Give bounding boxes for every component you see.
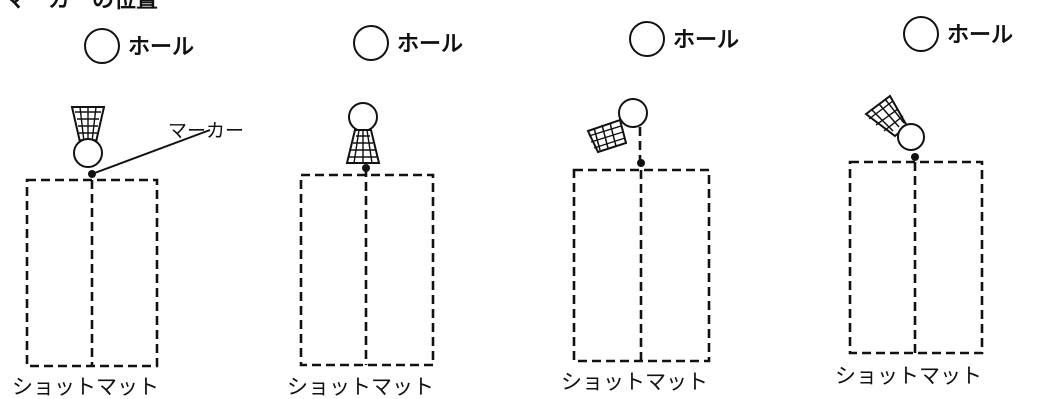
hole-icon (353, 25, 389, 61)
heading: マーカーの位置 (4, 0, 158, 13)
hole-icon (84, 28, 120, 64)
panel-3: ホール ショットマット (561, 21, 739, 394)
hole-3: ホール (629, 21, 739, 57)
hole-label: ホール (947, 23, 1013, 48)
shuttlecock-icon (586, 98, 648, 154)
hole-label: ホール (673, 28, 739, 53)
panel-1: ホール マーカー ショットマット (12, 28, 244, 399)
hole-label: ホール (128, 35, 194, 60)
hole-1: ホール (84, 28, 194, 64)
mat-label: ショットマット (12, 375, 159, 399)
shot-mat (848, 160, 984, 355)
mat-label: ショットマット (835, 364, 982, 388)
panel-2: ホール ショットマット (287, 25, 463, 399)
marker-leader-line (91, 129, 211, 175)
panel-4: ホール ショットマット (835, 16, 1013, 388)
mat-label: ショットマット (561, 370, 708, 394)
shuttlecock-icon (345, 102, 381, 164)
marker-dot-icon (637, 159, 645, 167)
shuttlecock-icon (864, 94, 925, 151)
mat-label: ショットマット (287, 375, 434, 399)
hole-icon (629, 21, 665, 57)
marker-label: マーカー (168, 120, 244, 142)
hole-2: ホール (353, 25, 463, 61)
marker-dot-icon (911, 153, 919, 161)
shot-mat (572, 168, 711, 363)
shot-mat (299, 168, 435, 367)
hole-icon (903, 16, 939, 52)
hole-4: ホール (903, 16, 1013, 52)
shuttlecock-icon (70, 106, 106, 168)
shot-mat (25, 178, 159, 368)
hole-label: ホール (397, 32, 463, 57)
